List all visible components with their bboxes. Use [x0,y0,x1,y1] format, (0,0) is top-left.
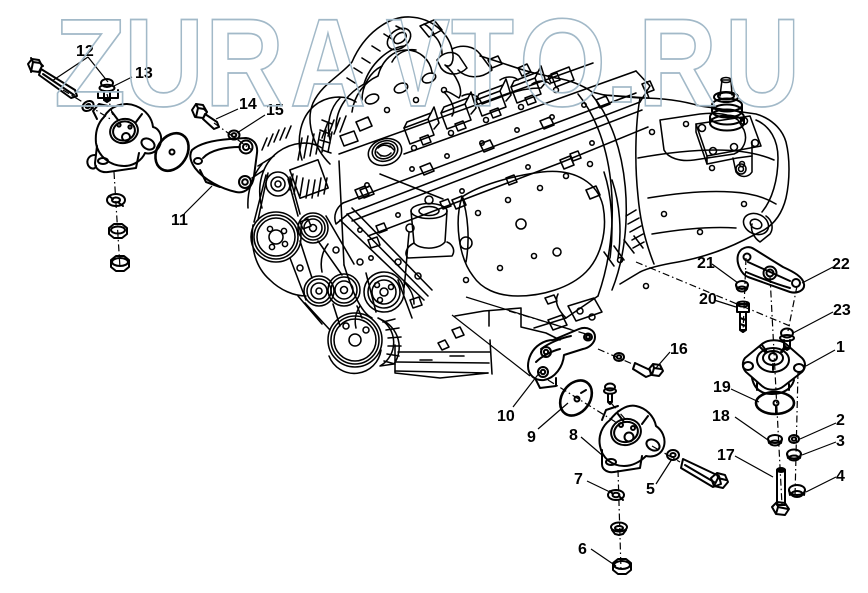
svg-text:23: 23 [833,302,851,319]
svg-text:U: U [725,0,800,133]
svg-text:21: 21 [697,255,715,272]
svg-text:13: 13 [135,65,153,82]
svg-text:R: R [638,0,717,133]
svg-text:V: V [386,0,450,133]
svg-text:A: A [290,0,366,133]
svg-text:9: 9 [527,429,536,446]
svg-text:14: 14 [239,96,257,113]
svg-text:17: 17 [717,447,735,464]
svg-text:R: R [205,0,284,133]
svg-text:3: 3 [836,433,845,450]
svg-text:12: 12 [76,43,94,60]
svg-text:19: 19 [713,379,731,396]
svg-text:7: 7 [574,471,583,488]
svg-text:15: 15 [266,102,284,119]
svg-text:22: 22 [832,256,850,273]
svg-text:11: 11 [171,212,188,229]
svg-text:T: T [451,0,514,133]
svg-text:18: 18 [712,408,730,425]
svg-text:Z: Z [54,0,126,133]
svg-text:1: 1 [836,339,845,356]
svg-text:4: 4 [836,468,845,485]
svg-text:6: 6 [578,541,587,558]
svg-text:8: 8 [569,427,578,444]
svg-text:U: U [124,0,204,133]
svg-text:16: 16 [670,341,688,358]
svg-text:20: 20 [699,291,717,308]
svg-text:2: 2 [836,412,845,429]
svg-text:5: 5 [646,481,655,498]
svg-text:O: O [519,0,606,133]
svg-text:10: 10 [497,408,515,425]
